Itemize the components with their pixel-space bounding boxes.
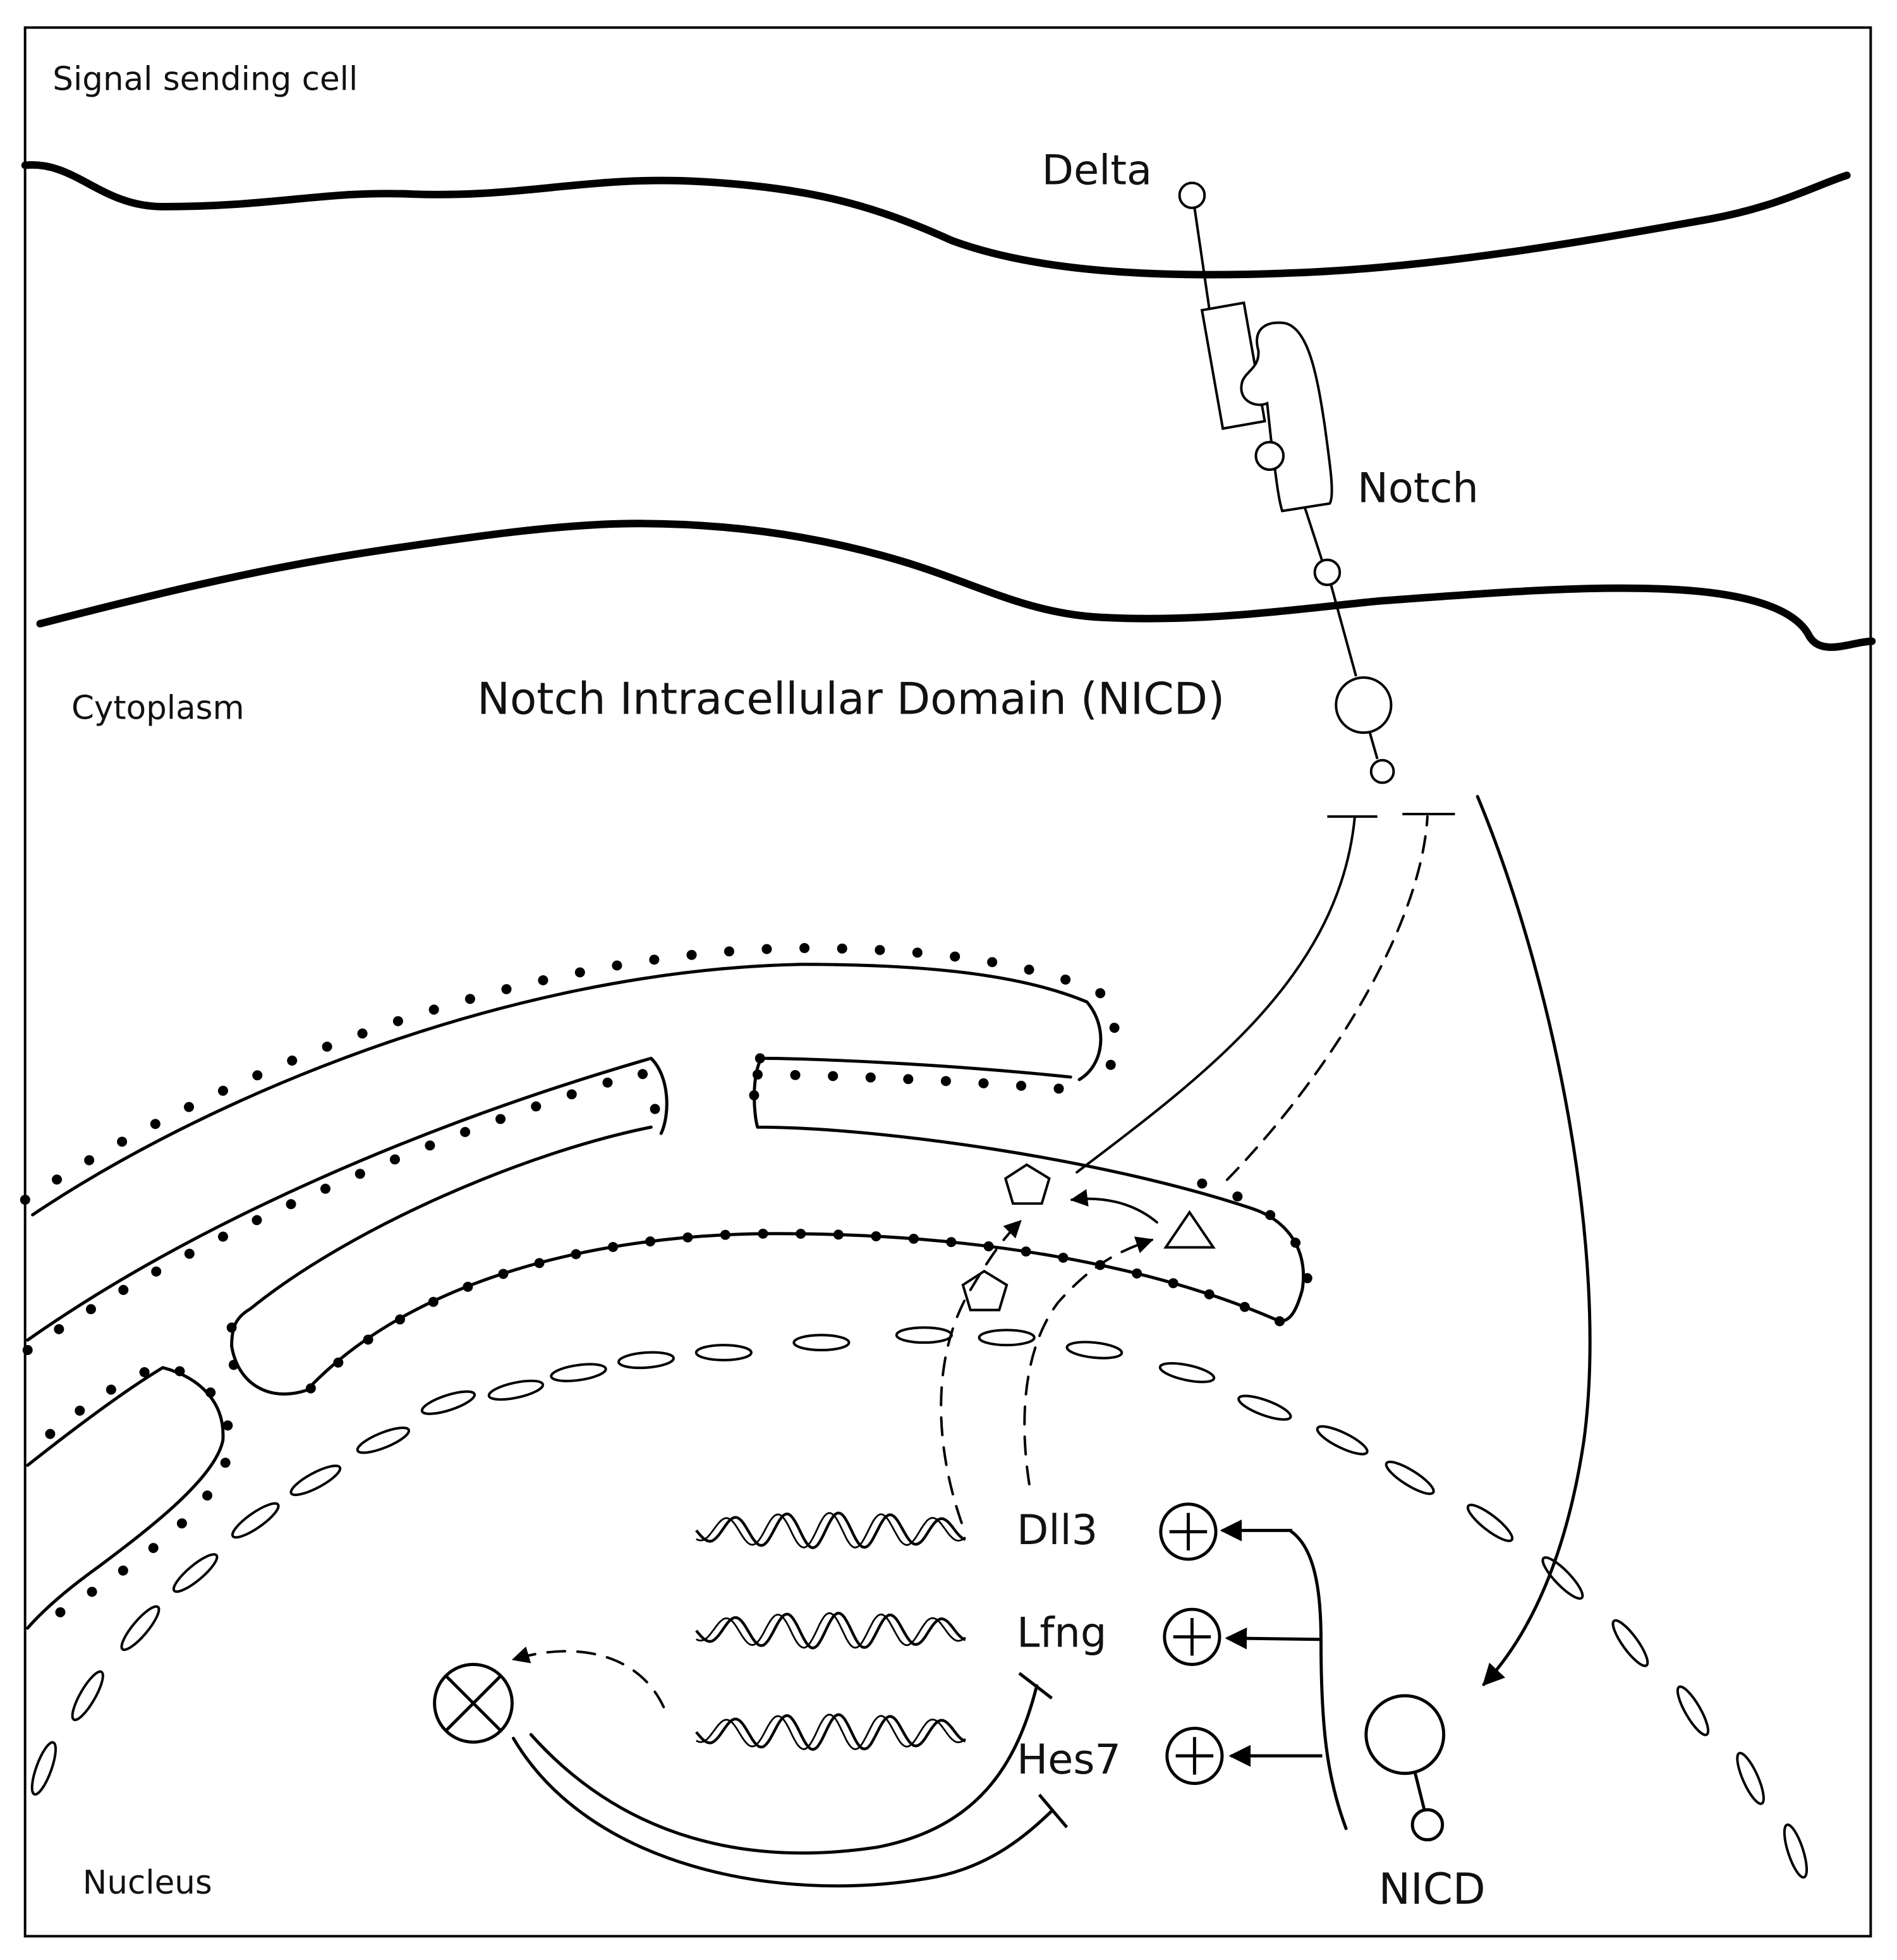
figure-frame [23,26,1872,1938]
dna-strand [696,1612,966,1649]
hes7-activation-symbol [1165,1726,1224,1786]
er-cisterna-2-right [756,1056,1072,1079]
hes7-degradation-arrow [511,1646,665,1708]
nuclear-pore [694,1344,753,1361]
nuclear-pore [617,1351,675,1370]
notch-label: Notch [1357,465,1479,513]
nuclear-envelope [30,1326,1809,1879]
nuclear-pore [231,1502,280,1539]
nuclear-pore [792,1334,851,1352]
pentagon-molecule-upper [1003,1163,1051,1205]
nuclear-pore [1783,1823,1809,1879]
nicd-activation-bracket [1288,1528,1348,1830]
receiving-cell-membrane [36,520,1876,651]
nuclear-pore [1385,1460,1435,1495]
nuclear-pore [895,1326,953,1344]
lfng-export-arrow [1023,1236,1154,1486]
nuclear-pore [30,1741,58,1796]
dll3-activation-symbol [1159,1502,1218,1561]
hes7-self-repression-line-outer [511,1736,1053,1888]
nicd-nucleus [1364,1694,1446,1842]
notch-receptor [1240,321,1357,677]
hes7-repression-bar-upper [1018,1672,1053,1700]
cytoplasm-label: Cytoplasm [71,689,245,727]
dna-strand [696,1512,966,1549]
triangle-molecule [1163,1210,1216,1249]
nuclear-pore [1676,1685,1710,1736]
dna-strand [695,1612,966,1650]
er-cisterna-2-left [26,1056,669,1342]
dna-helix-dll3 [695,1511,966,1550]
delta-label: Delta [1042,146,1152,194]
endoplasmic-reticulum [20,943,1314,1640]
nuclear-pore [356,1427,411,1454]
nuclear-pore [172,1553,219,1593]
arrow-to-lfng [1225,1627,1321,1650]
nuclear-pore [1316,1425,1369,1456]
nuclear-pore [1736,1751,1765,1805]
nuclear-pore [978,1329,1036,1347]
nuclear-pore [1541,1556,1584,1600]
nuclear-pore [71,1670,104,1722]
hes7-repression-bar-lower [1038,1793,1069,1829]
dashed-inhibition-line [1225,815,1429,1181]
nuclear-pore [1065,1341,1124,1360]
lfng-label: Lfng [1017,1609,1106,1657]
signal-sending-cell-label: Signal sending cell [52,61,358,99]
solid-inhibition-line [1076,815,1356,1174]
dna-strand [695,1713,966,1751]
nuclear-pore [120,1605,161,1652]
dna-strand [695,1511,966,1550]
nicd-full-label: Notch Intracellular Domain (NICD) [477,674,1225,724]
notch-domain-circle [1254,441,1285,472]
nuclear-pore [1611,1619,1649,1667]
dna-helix-lfng [695,1612,966,1650]
degradation-symbol [433,1662,514,1744]
nicd-cytoplasm [1335,676,1395,784]
hes7-label: Hes7 [1017,1736,1121,1784]
nucleus-label: Nucleus [83,1864,212,1902]
triangle-to-pentagon-arrow [1070,1189,1158,1224]
nicd-translocation-arrow [1476,794,1592,1686]
nuclear-pore [1237,1394,1292,1421]
dll3-export-arrow [940,1219,1022,1525]
nuclear-pore [550,1363,607,1382]
nuclear-pore [1158,1361,1216,1384]
nuclear-pore [1466,1504,1514,1542]
er-cisterna-1 [31,963,1103,1217]
lfng-activation-symbol [1163,1607,1221,1666]
pentagon-molecule-lower [961,1269,1009,1312]
nuclear-pore [289,1464,342,1497]
dna-strand [696,1713,966,1750]
nicd-label: NICD [1379,1864,1486,1914]
dna-helix-hes7 [695,1713,966,1751]
hes7-self-repression-line-inner [529,1684,1039,1855]
signal-cell-membrane [21,161,1851,279]
nuclear-pore [487,1379,545,1401]
er-cisterna-3 [26,1366,225,1630]
nuclear-pore [420,1390,476,1415]
dll3-label: Dll3 [1017,1506,1098,1554]
